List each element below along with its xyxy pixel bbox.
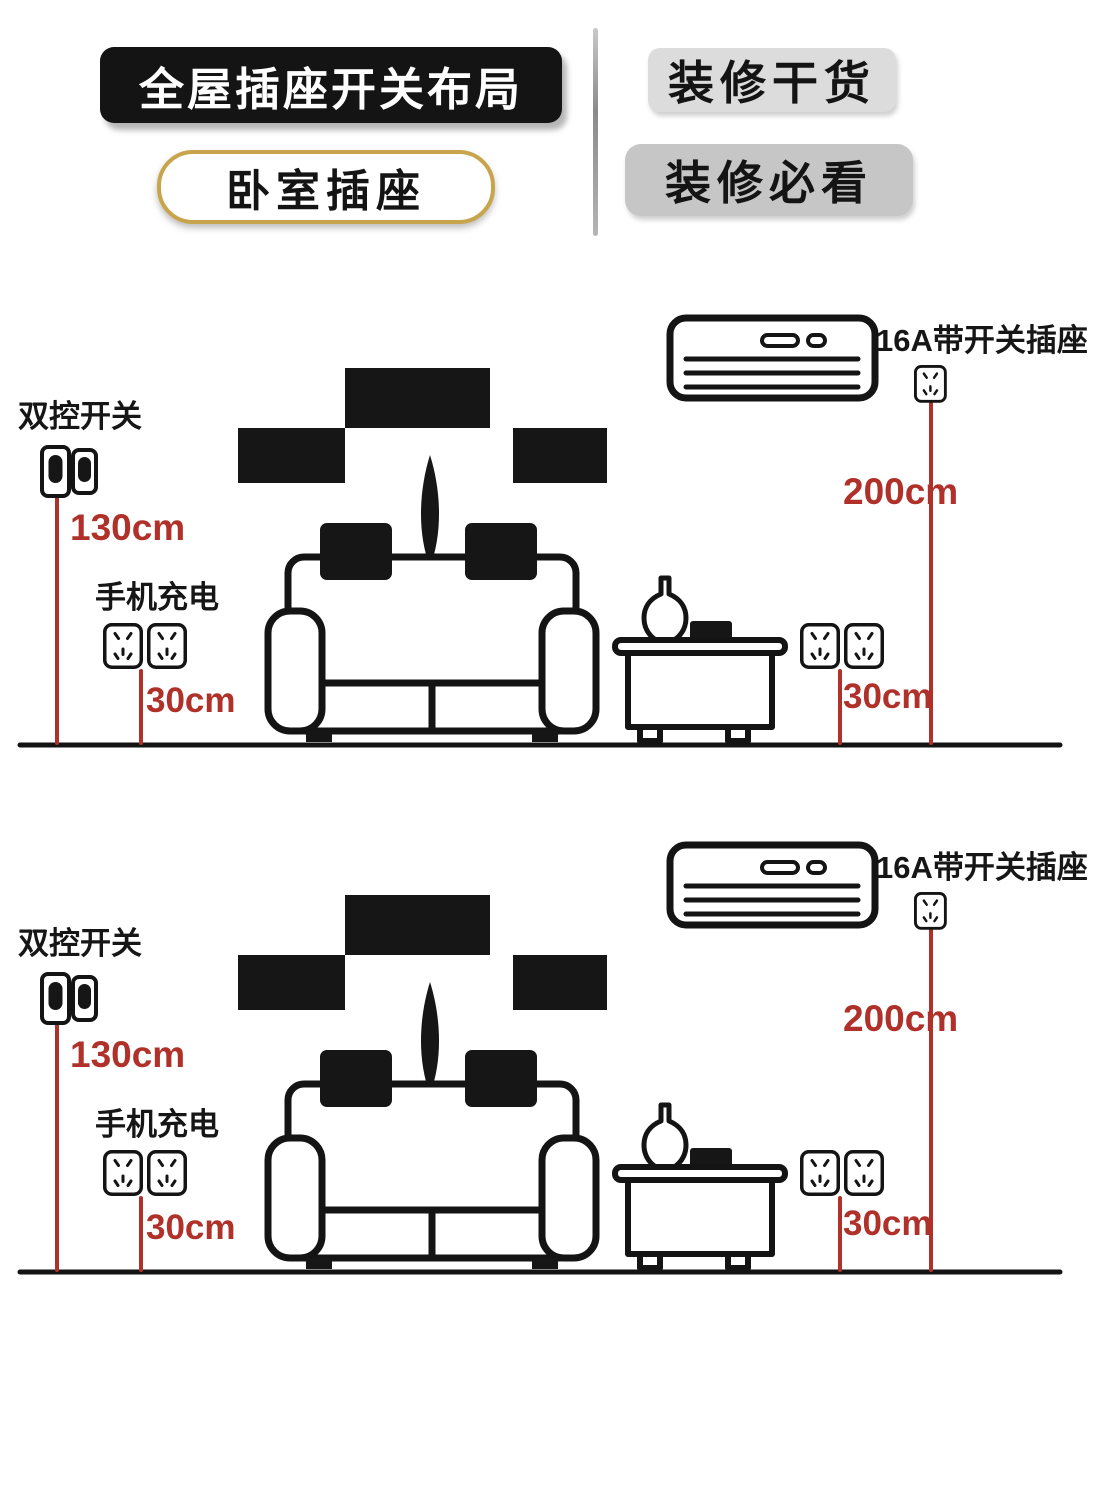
tag-bottom-right: 装修必看 (625, 144, 913, 216)
ac-socket-label: 16A带开关插座 (876, 323, 1088, 358)
diagram-bedroom-2: 双控开关 130cm 手机充电 30cm 16A带开关插座 200cm 30cm (10, 822, 1090, 1292)
diagram-bedroom-1: 双控开关 130cm 手机充电 30cm 16A带开关插座 200cm 30cm (10, 295, 1090, 765)
double-switch-label: 双控开关 (18, 926, 142, 961)
subtitle-pill: 卧室插座 (157, 150, 495, 224)
table-height-label: 30cm (843, 677, 933, 716)
phone-height-label: 30cm (146, 681, 236, 720)
phone-charging-label: 手机充电 (95, 580, 219, 615)
ac-height-label: 200cm (843, 998, 959, 1039)
ac-height-label: 200cm (843, 471, 959, 512)
phone-charging-label: 手机充电 (95, 1107, 219, 1142)
switch-height-label: 130cm (70, 507, 186, 548)
ac-socket-label: 16A带开关插座 (876, 850, 1088, 885)
phone-height-label: 30cm (146, 1208, 236, 1247)
main-title: 全屋插座开关布局 (138, 63, 523, 115)
table-height-label: 30cm (843, 1204, 933, 1243)
double-switch-label: 双控开关 (18, 399, 142, 434)
tag-top-right: 装修干货 (648, 48, 896, 112)
main-title-box: 全屋插座开关布局 (100, 47, 562, 123)
switch-height-label: 130cm (70, 1034, 186, 1075)
header-divider (593, 28, 598, 236)
